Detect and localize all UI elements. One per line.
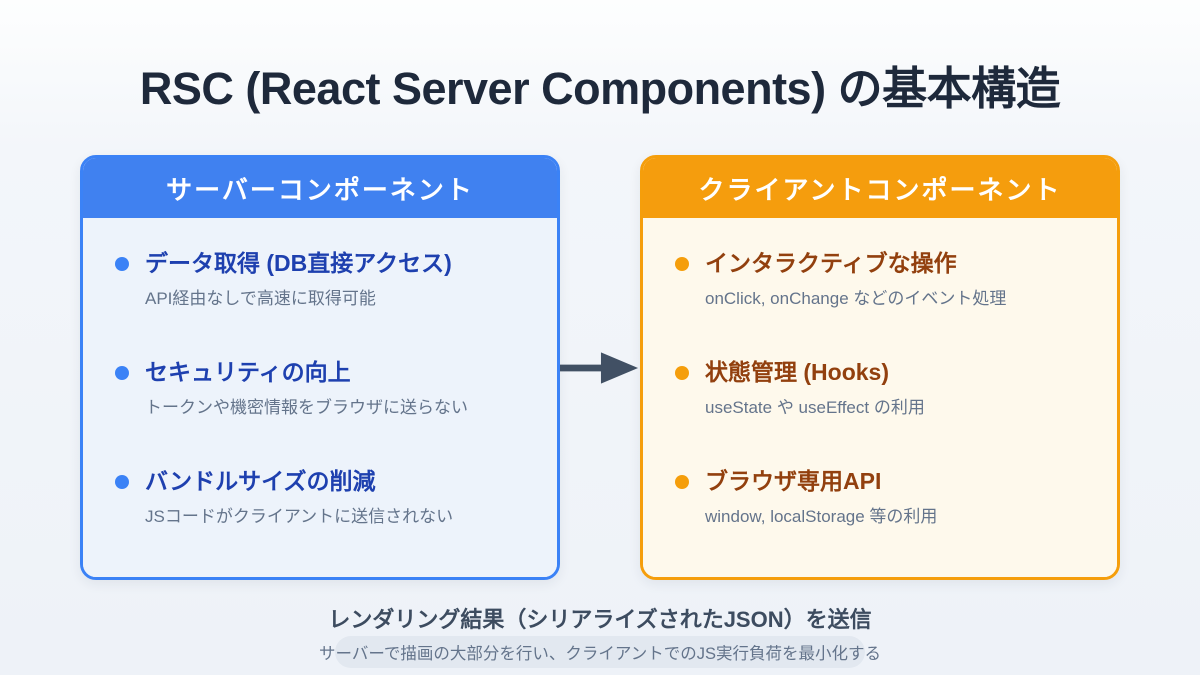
feature-description: useState や useEffect の利用 [705,398,925,417]
server-card-body: データ取得 (DB直接アクセス) API経由なしで高速に取得可能 セキュリティの… [83,218,557,577]
server-feature-item-3: バンドルサイズの削減 JSコードがクライアントに送信されない [115,466,537,528]
bullet-dot-icon [675,475,689,489]
server-feature-item-1: データ取得 (DB直接アクセス) API経由なしで高速に取得可能 [115,248,537,310]
feature-title: ブラウザ専用API [705,468,882,494]
client-feature-item-2: 状態管理 (Hooks) useState や useEffect の利用 [675,357,1097,419]
feature-description: JSコードがクライアントに送信されない [145,507,454,526]
server-component-card: サーバーコンポーネント データ取得 (DB直接アクセス) API経由なしで高速に… [80,155,560,580]
server-feature-item-2: セキュリティの向上 トークンや機密情報をブラウザに送らない [115,357,537,419]
client-card-header: クライアントコンポーネント [643,158,1117,218]
feature-title: データ取得 (DB直接アクセス) [145,250,452,276]
footnote: サーバーで描画の大部分を行い、クライアントでのJS実行負荷を最小化する [0,636,1200,668]
client-card-body: インタラクティブな操作 onClick, onChange などのイベント処理 … [643,218,1117,577]
feature-title: セキュリティの向上 [145,359,351,385]
feature-description: window, localStorage 等の利用 [705,507,938,526]
page-title: RSC (React Server Components) の基本構造 [139,63,1061,114]
bullet-dot-icon [115,257,129,271]
feature-description: トークンや機密情報をブラウザに送らない [145,398,468,417]
bullet-dot-icon [115,366,129,380]
cards-row: サーバーコンポーネント データ取得 (DB直接アクセス) API経由なしで高速に… [80,155,1120,580]
feature-title: バンドルサイズの削減 [145,468,376,494]
feature-title: 状態管理 (Hooks) [705,359,889,385]
server-card-header: サーバーコンポーネント [83,158,557,218]
feature-description: onClick, onChange などのイベント処理 [705,289,1007,308]
footnote-pill-background [335,636,865,668]
bullet-dot-icon [115,475,129,489]
bullet-dot-icon [675,257,689,271]
client-component-card: クライアントコンポーネント インタラクティブな操作 onClick, onCha… [640,155,1120,580]
client-feature-item-1: インタラクティブな操作 onClick, onChange などのイベント処理 [675,248,1097,310]
server-to-client-arrow-icon [560,155,640,580]
arrow-caption: レンダリング結果（シリアライズされたJSON）を送信 [328,607,872,632]
feature-description: API経由なしで高速に取得可能 [145,289,376,308]
footnote-text: サーバーで描画の大部分を行い、クライアントでのJS実行負荷を最小化する [319,645,881,663]
feature-title: インタラクティブな操作 [705,250,957,276]
client-feature-item-3: ブラウザ専用API window, localStorage 等の利用 [675,466,1097,528]
bullet-dot-icon [675,366,689,380]
